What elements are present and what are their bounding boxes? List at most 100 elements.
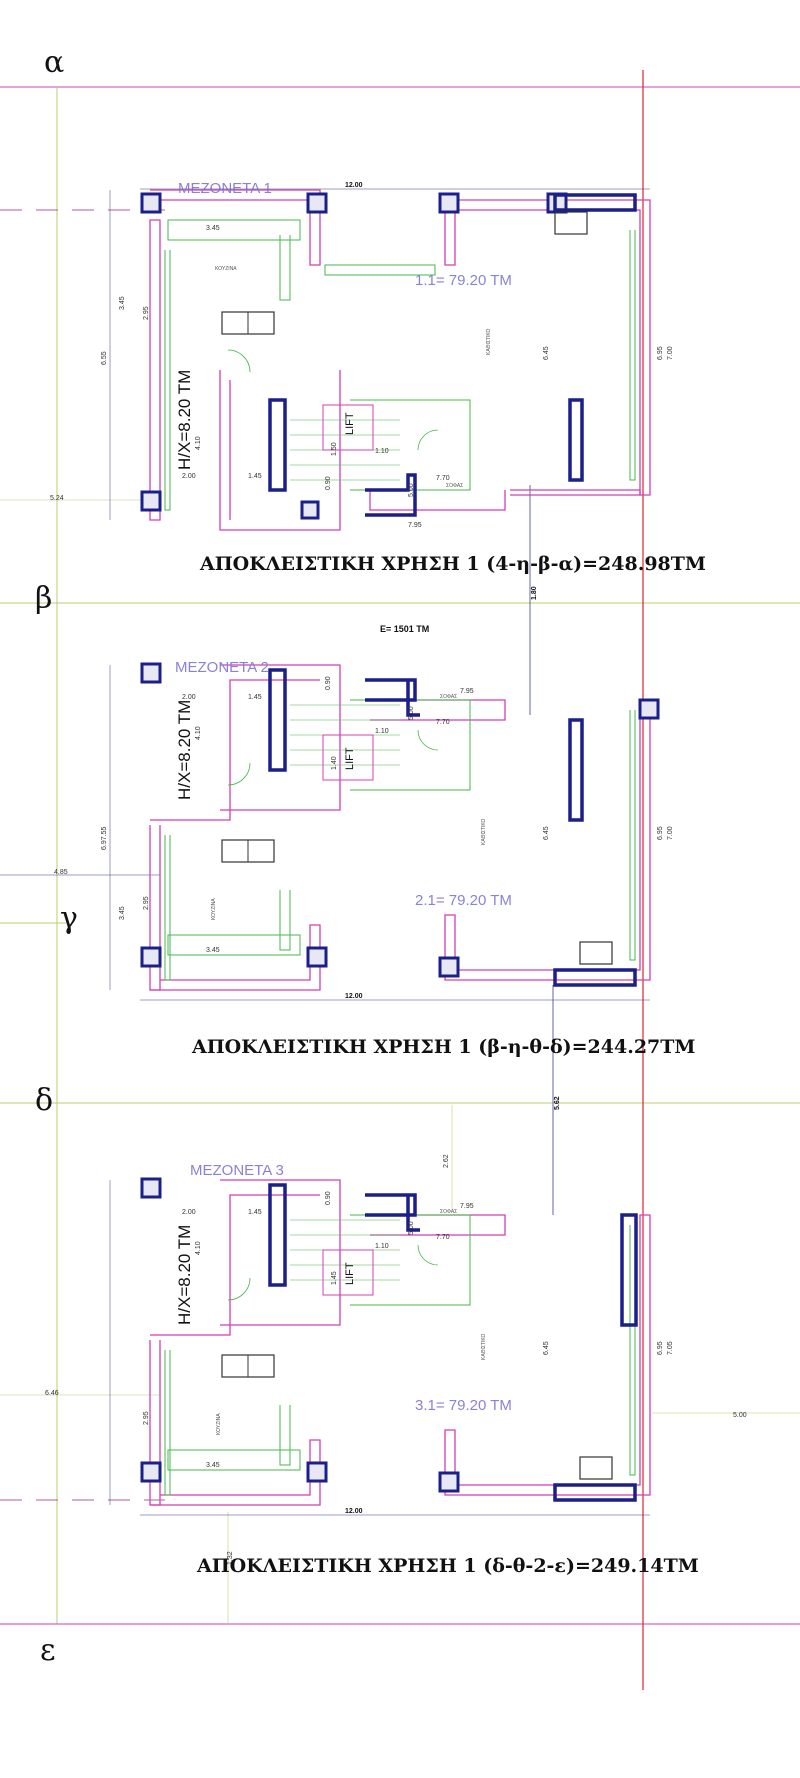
unit-1-living-label: ΚΑΘΙΣΤΙΚΟ [486,328,492,355]
unit-1-left-low-dimension: 4.10 [195,436,202,450]
unit-2-landing-dimension: 0.90 [325,676,332,690]
unit-1-storage-label: ΣΟΦΑΣ [446,483,463,489]
unit-3-right3-dimension: 7.05 [667,1341,674,1355]
unit-3-left-inner-dimension: 2.95 [143,1411,150,1425]
grid-lines [0,70,800,1690]
unit-3-kitchen-width: 3.45 [206,1462,220,1469]
grid-label-gamma: γ [60,901,78,936]
unit-2-title: MEZONETA 2 [175,659,269,676]
unit-3-storage-label: ΣΟΦΑΣ [440,1209,457,1215]
unit-1-bottom-dimension: 7.95 [408,522,422,529]
unit-2-top-dimension: 7.95 [460,688,474,695]
unit-2-height-label: H/X=8.20 TM [175,700,194,800]
grid-label-epsilon: ε [40,1633,56,1668]
unit-1-right2-dimension: 6.95 [657,346,664,360]
unit-2-right2-dimension: 6.95 [657,826,664,840]
unit-3-lift-width: 1.10 [375,1243,389,1250]
unit-3-title: MEZONETA 3 [190,1162,284,1179]
unit-2-right-dimension: 6.45 [543,826,550,840]
unit-2-walls [149,664,651,991]
unit-3-stair-dimension: 5.00 [408,1221,415,1235]
unit-1-inner [164,219,636,511]
unit-3-right-dimension: 6.45 [543,1341,550,1355]
unit-1-title: MEZONETA 1 [178,180,272,197]
unit-3-bottom-dimension: 12.00 [345,1508,363,1515]
unit-2-lift-label: LIFT [344,747,356,770]
unit-1-top-dimension: 12.00 [345,182,363,189]
unit-1-stair-dimension: 5.00 [408,483,415,497]
unit-3-area: 3.1= 79.20 TM [415,1397,512,1414]
unit-3-right2-dimension: 6.95 [657,1341,664,1355]
unit-1: LIFT MEZONETA 1 12.00 1.1= 79.20 TM H/X=… [50,180,674,531]
unit-1-right3-dimension: 7.00 [667,346,674,360]
unit-1-h1-dimension: 2.95 [143,306,150,320]
unit-1-lift-height: 1.50 [331,442,338,456]
unit-2-stair-dimension: 5.00 [408,706,415,720]
unit-1-kitchen-width: 3.45 [206,225,220,232]
unit-2-door-dimension: 7.70 [436,719,450,726]
unit-3-lift-height: 1.45 [331,1271,338,1285]
unit-2-lift-width: 1.10 [375,728,389,735]
unit-3-columns [140,1177,460,1493]
unit-1-stairs [290,419,400,481]
unit-2-left-inner-dimension: 3.45 [119,906,126,920]
unit-2-left-low-dimension: 4.10 [195,726,202,740]
unit-2-left-dimension: 6.97.55 [101,827,108,850]
unit-2: LIFT MEZONETA 2 7.95 12.00 2.1= 79.20 TM… [54,659,674,1001]
low-dimension: 1.32 [227,1551,234,1565]
grid-label-beta: β [35,581,52,616]
unit-3-living-label: ΚΑΘΙΣΤΙΚΟ [481,1333,487,1360]
unit-1-lift-width: 1.10 [375,448,389,455]
unit-1-right-dimension: 6.45 [543,346,550,360]
unit-3-kitchen-label: ΚΟΥΖΙΝΑ [216,1413,222,1435]
unit-1-walls [149,189,651,531]
unit-3-lift-label: LIFT [344,1262,356,1285]
separation-dimension-2: 5.62 [554,1096,561,1110]
unit-1-wc-width2: 1.45 [248,473,262,480]
unit-3: LIFT MEZONETA 3 7.95 12.00 3.1= 79.20 TM… [45,1162,747,1516]
unit-1-caption: ΑΠΟΚΛΕΙΣΤΙΚΗ ΧΡΗΣΗ 1 (4-η-β-α)=248.98TM [199,553,706,575]
unit-3-wc-width: 2.00 [182,1209,196,1216]
unit-3-wc-width2: 1.45 [248,1209,262,1216]
unit-2-area: 2.1= 79.20 TM [415,892,512,909]
unit-1-door-dimension: 7.70 [436,475,450,482]
unit-3-thick-walls [268,1183,638,1502]
unit-1-left-dimension: 6.55 [101,351,108,365]
unit-2-bottom-dimension: 12.00 [345,993,363,1000]
unit-3-caption: ΑΠΟΚΛΕΙΣΤΙΚΗ ΧΡΗΣΗ 1 (δ-θ-2-ε)=249.14TM [196,1555,699,1577]
unit-2-columns [140,662,660,978]
unit-1-landing-dimension: 0.90 [325,476,332,490]
unit-1-thick-walls [268,193,637,517]
unit-1-lift-label: LIFT [344,412,356,435]
unit-1-height-label: H/X=8.20 TM [175,370,194,470]
grid-label-delta: δ [35,1083,53,1118]
unit-3-offset-dimension: 5.00 [733,1412,747,1419]
unit-3-left-low-dimension: 4.10 [195,1241,202,1255]
unit-1-area: 1.1= 79.20 TM [415,272,512,289]
unit-3-height-label: H/X=8.20 TM [175,1225,194,1325]
unit-1-offset-dimension: 5.24 [50,495,64,502]
unit-3-left-dimension: 6.46 [45,1390,59,1397]
unit-1-columns [140,192,568,520]
unit-2-storage-label: ΣΟΦΑΣ [440,694,457,700]
unit-3-top-dimension: 7.95 [460,1203,474,1210]
grid-label-alpha: α [44,45,64,80]
unit-2-offset-dimension: 4.85 [54,869,68,876]
unit-2-thick-walls [268,668,637,987]
unit-1-left-inner-dimension: 3.45 [119,296,126,310]
unit-3-landing-dimension: 0.90 [325,1191,332,1205]
unit-2-kitchen-width: 3.45 [206,947,220,954]
unit-2-kitchen-label: ΚΟΥΖΙΝΑ [211,898,217,920]
unit-3-door-dimension: 7.70 [436,1234,450,1241]
unit-2-wc-width2: 1.45 [248,694,262,701]
unit-2-caption: ΑΠΟΚΛΕΙΣΤΙΚΗ ΧΡΗΣΗ 1 (β-η-θ-δ)=244.27TM [191,1036,695,1058]
gap-dimension: 2.62 [443,1154,450,1168]
unit-1-kitchen-label: ΚΟΥΖΙΝΑ [215,266,237,272]
unit-3-walls [149,1179,651,1506]
separation-dimension-1: 1.80 [531,586,538,600]
unit-2-right3-dimension: 7.00 [667,826,674,840]
unit-2-living-label: ΚΑΘΙΣΤΙΚΟ [481,818,487,845]
unit-1-wc-width: 2.00 [182,473,196,480]
plot-area-label: E= 1501 TM [380,624,429,634]
